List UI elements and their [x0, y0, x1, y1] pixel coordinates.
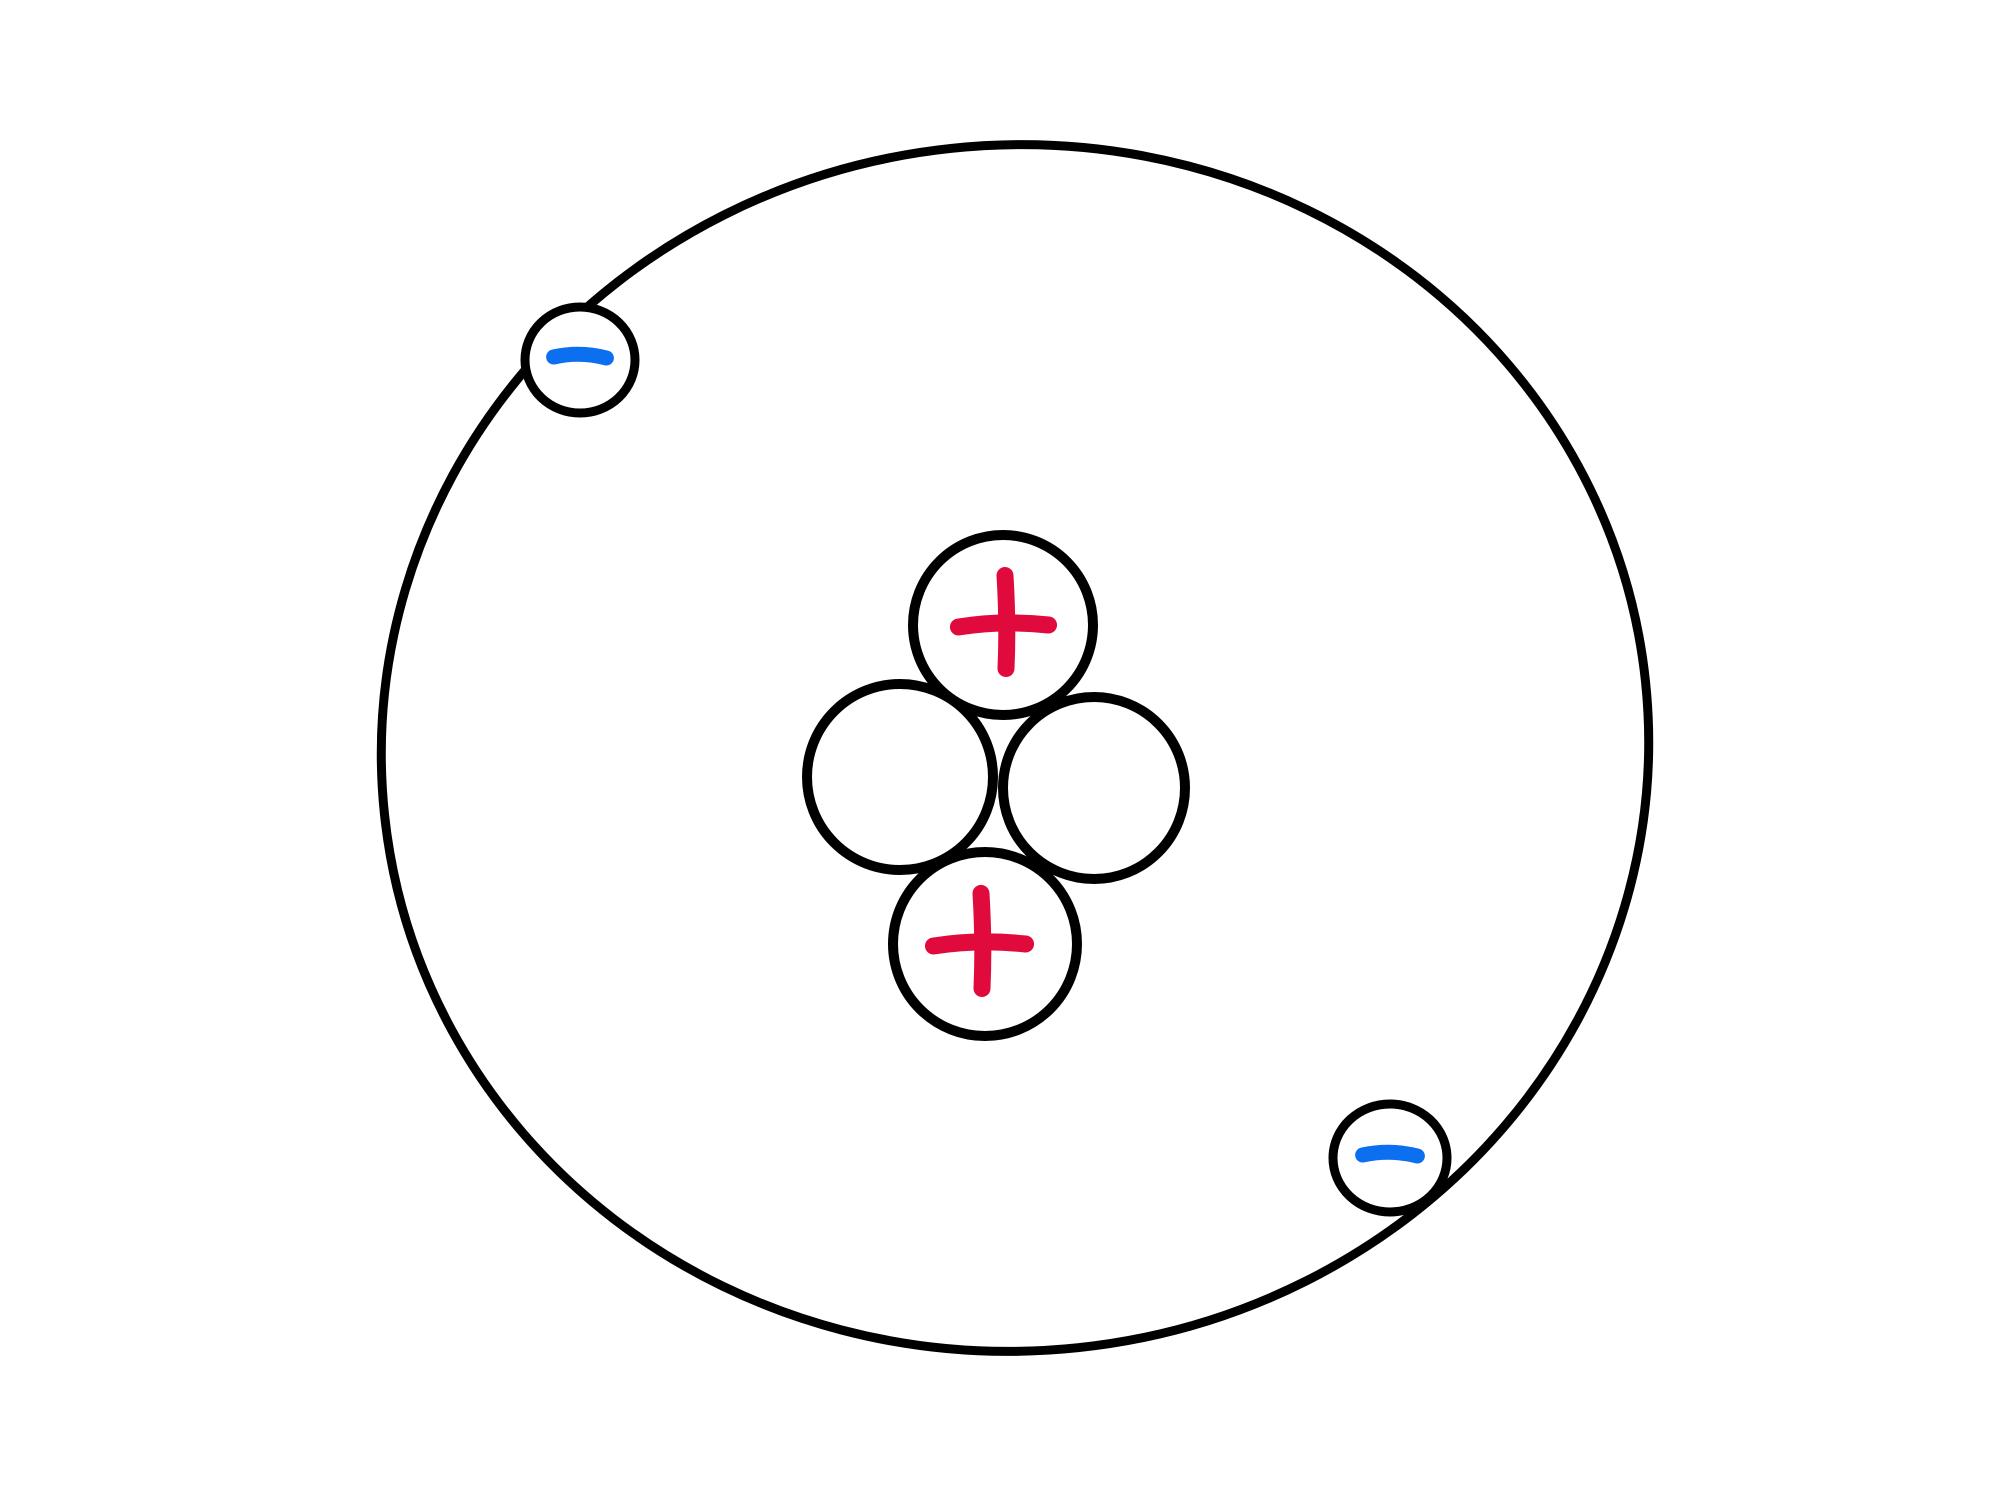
electron-orbit-path: [376, 140, 1654, 1356]
nucleus-group: [802, 530, 1190, 1041]
nucleon-neutron-left: [802, 679, 998, 875]
nucleon-proton-top: [908, 530, 1098, 720]
minus-icon: [1355, 1144, 1425, 1164]
plus-icon: [949, 567, 1058, 678]
electron-orbit-group: [376, 140, 1654, 1356]
nucleon-neutron-right: [998, 692, 1190, 884]
nucleon-proton-bottom: [888, 847, 1082, 1041]
neutron-right-circle: [998, 692, 1190, 884]
electron-lower-right[interactable]: [1328, 1099, 1452, 1217]
electrons-group: [520, 302, 1452, 1217]
neutron-left-circle: [802, 679, 998, 875]
plus-icon: [924, 884, 1035, 998]
electron-upper-left[interactable]: [520, 302, 640, 418]
minus-icon: [546, 346, 614, 366]
